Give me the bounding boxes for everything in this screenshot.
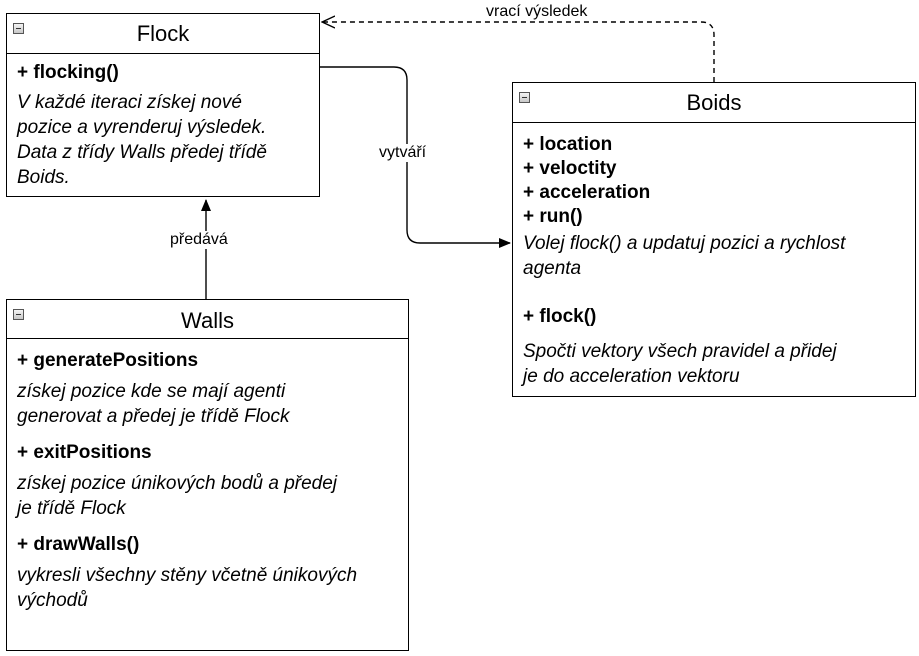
attribute-veloctity[interactable]: + veloctity xyxy=(523,158,617,179)
attribute-location[interactable]: + location xyxy=(523,134,613,155)
edge-label-creates: vytváří xyxy=(379,144,427,162)
operation-exit-positions[interactable]: + exitPositions xyxy=(17,442,152,463)
collapse-icon[interactable] xyxy=(519,92,530,103)
class-flock-name: Flock xyxy=(136,21,190,46)
operation-flock[interactable]: + flock() xyxy=(523,306,597,327)
operation-run[interactable]: + run() xyxy=(523,206,583,227)
collapse-icon[interactable] xyxy=(13,23,24,34)
operation-flocking[interactable]: + flocking() xyxy=(17,62,119,83)
collapse-icon[interactable] xyxy=(13,309,24,320)
attribute-acceleration[interactable]: + acceleration xyxy=(523,182,651,203)
operation-generate-positions-description: získej pozice kde se mají agenti generov… xyxy=(17,381,290,427)
class-boids-header[interactable]: Boids xyxy=(513,83,915,123)
class-walls-header[interactable]: Walls xyxy=(7,300,408,339)
operation-generate-positions[interactable]: + generatePositions xyxy=(17,350,199,371)
class-flock[interactable]: Flock + flocking() V každé iteraci získe… xyxy=(6,13,320,197)
class-boids-body: + location + veloctity + acceleration + … xyxy=(513,123,915,389)
class-boids[interactable]: Boids + location + veloctity + accelerat… xyxy=(512,82,916,397)
class-flock-body: + flocking() V každé iteraci získej nové… xyxy=(7,54,319,190)
class-walls-name: Walls xyxy=(181,308,234,333)
class-flock-header[interactable]: Flock xyxy=(7,14,319,54)
class-walls[interactable]: Walls + generatePositions získej pozice … xyxy=(6,299,409,651)
operation-draw-walls[interactable]: + drawWalls() xyxy=(17,534,140,555)
edge-label-returns: vrací výsledek xyxy=(486,3,588,21)
operation-run-description: Volej flock() a updatuj pozici a rychlos… xyxy=(523,233,846,279)
class-boids-name: Boids xyxy=(686,90,742,115)
operation-flocking-description: V každé iteraci získej nové pozice a vyr… xyxy=(17,92,267,188)
class-walls-body: + generatePositions získej pozice kde se… xyxy=(7,339,408,613)
edge-label-passes: předává xyxy=(170,231,228,249)
operation-flock-description: Spočti vektory všech pravidel a přidej j… xyxy=(523,341,837,387)
operation-draw-walls-description: vykresli všechny stěny včetně únikových … xyxy=(17,565,358,611)
edge-returns xyxy=(322,22,715,82)
operation-exit-positions-description: získej pozice únikových bodů a předej je… xyxy=(17,473,338,519)
